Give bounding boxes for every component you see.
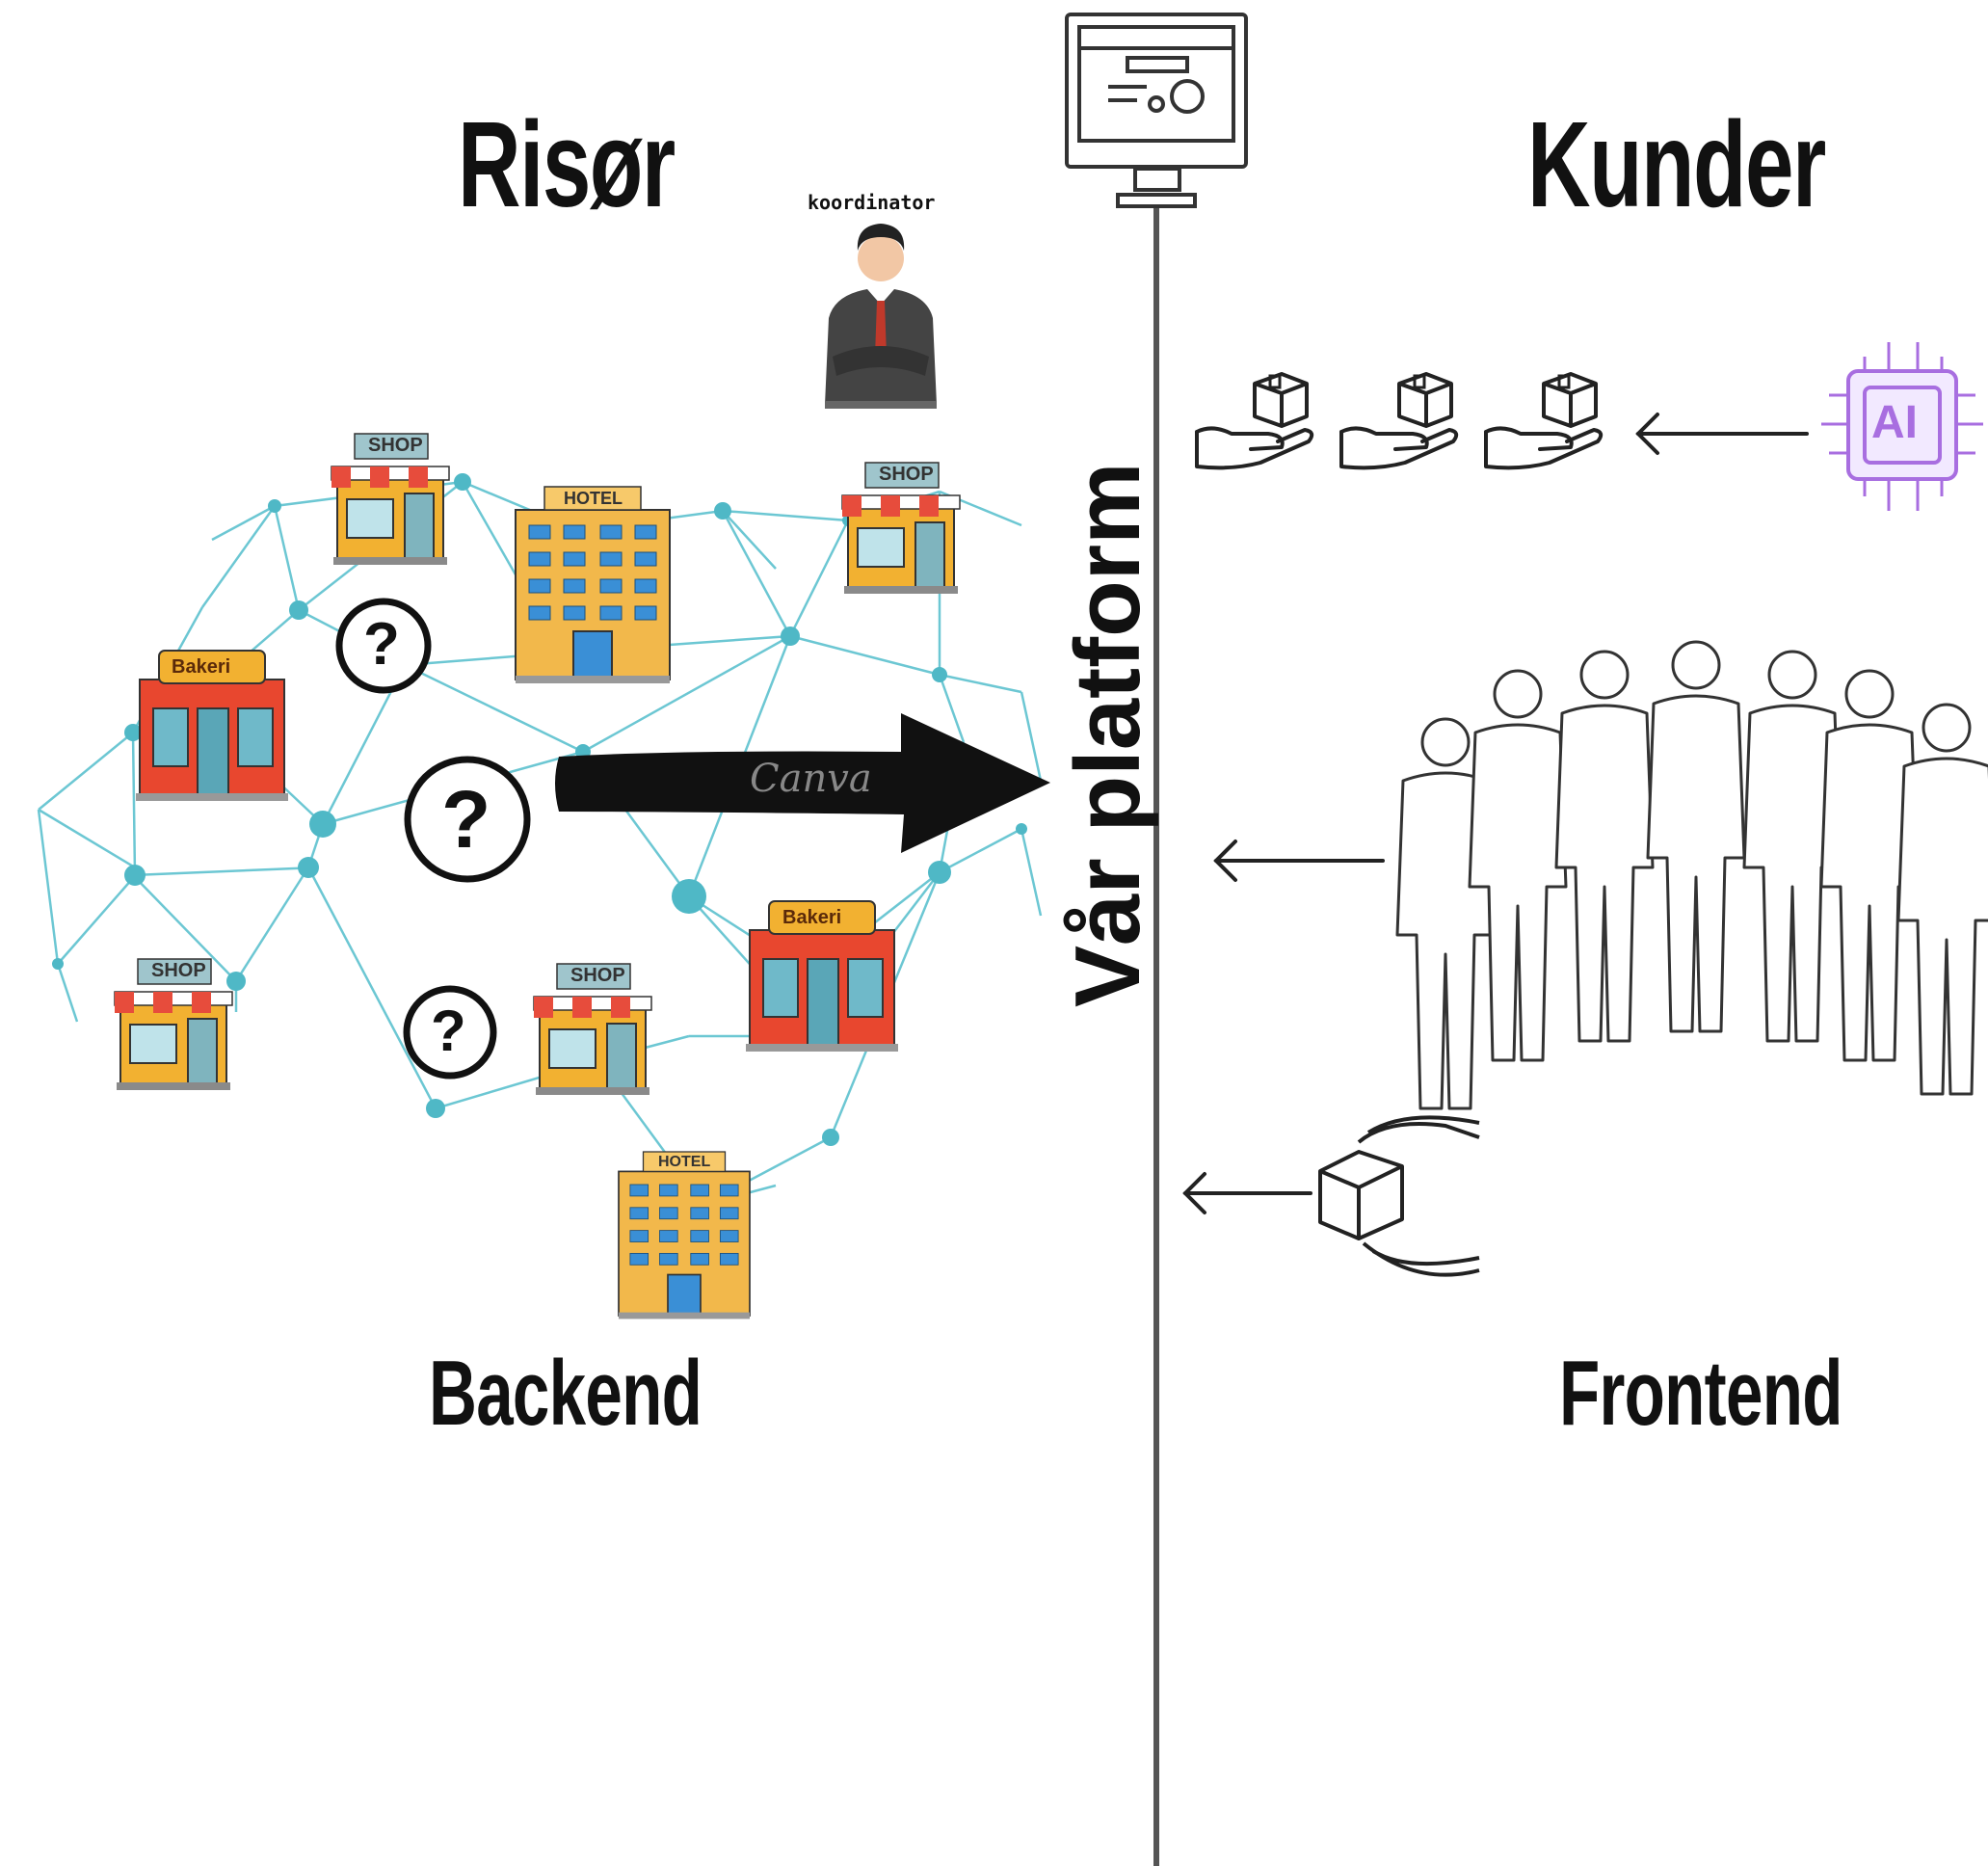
arrow-customers-to-platform (1213, 840, 1385, 882)
box-hand-icon-3 (1484, 372, 1604, 470)
ai-chip-icon (1821, 342, 1983, 511)
arrow-ai-to-products (1635, 413, 1809, 455)
right-subtitle: Frontend (1559, 1342, 1842, 1445)
coordinator-icon (825, 224, 937, 409)
shop-sign-top-right: SHOP (879, 464, 934, 485)
arrow-watermark: Canva (750, 757, 872, 801)
box-hand-icon-1 (1195, 372, 1314, 470)
question-mark-3: ? (431, 999, 466, 1063)
arrow-to-platform (555, 713, 1050, 853)
left-title: Risør (458, 96, 676, 232)
question-mark-icons (335, 598, 531, 1080)
left-subtitle: Backend (429, 1342, 702, 1445)
ai-chip-label: AI (1871, 397, 1918, 448)
bakery-sign-right: Bakeri (782, 907, 842, 928)
hotel-top-center (515, 486, 671, 684)
customers-crowd-icon (1395, 640, 1988, 1110)
platform-label: Vår platform (1056, 462, 1159, 1007)
package-hands-icon (1318, 1115, 1480, 1277)
monitor-icon (1065, 13, 1248, 208)
box-hand-icon-2 (1339, 372, 1459, 470)
question-mark-1: ? (363, 611, 400, 678)
arrow-package-to-platform (1182, 1172, 1312, 1214)
question-mark-2: ? (441, 774, 491, 865)
shop-sign-top-left: SHOP (368, 435, 423, 456)
hotel-sign-top: HOTEL (564, 489, 623, 508)
bakery-sign-left: Bakeri (172, 656, 231, 678)
coordinator-label: koordinator (808, 191, 936, 214)
right-title: Kunder (1527, 96, 1826, 232)
shop-sign-bottom-left: SHOP (151, 960, 206, 981)
hotel-sign-bottom: HOTEL (658, 1154, 711, 1170)
shop-sign-bottom-center: SHOP (570, 965, 625, 986)
hotel-bottom (618, 1151, 751, 1320)
